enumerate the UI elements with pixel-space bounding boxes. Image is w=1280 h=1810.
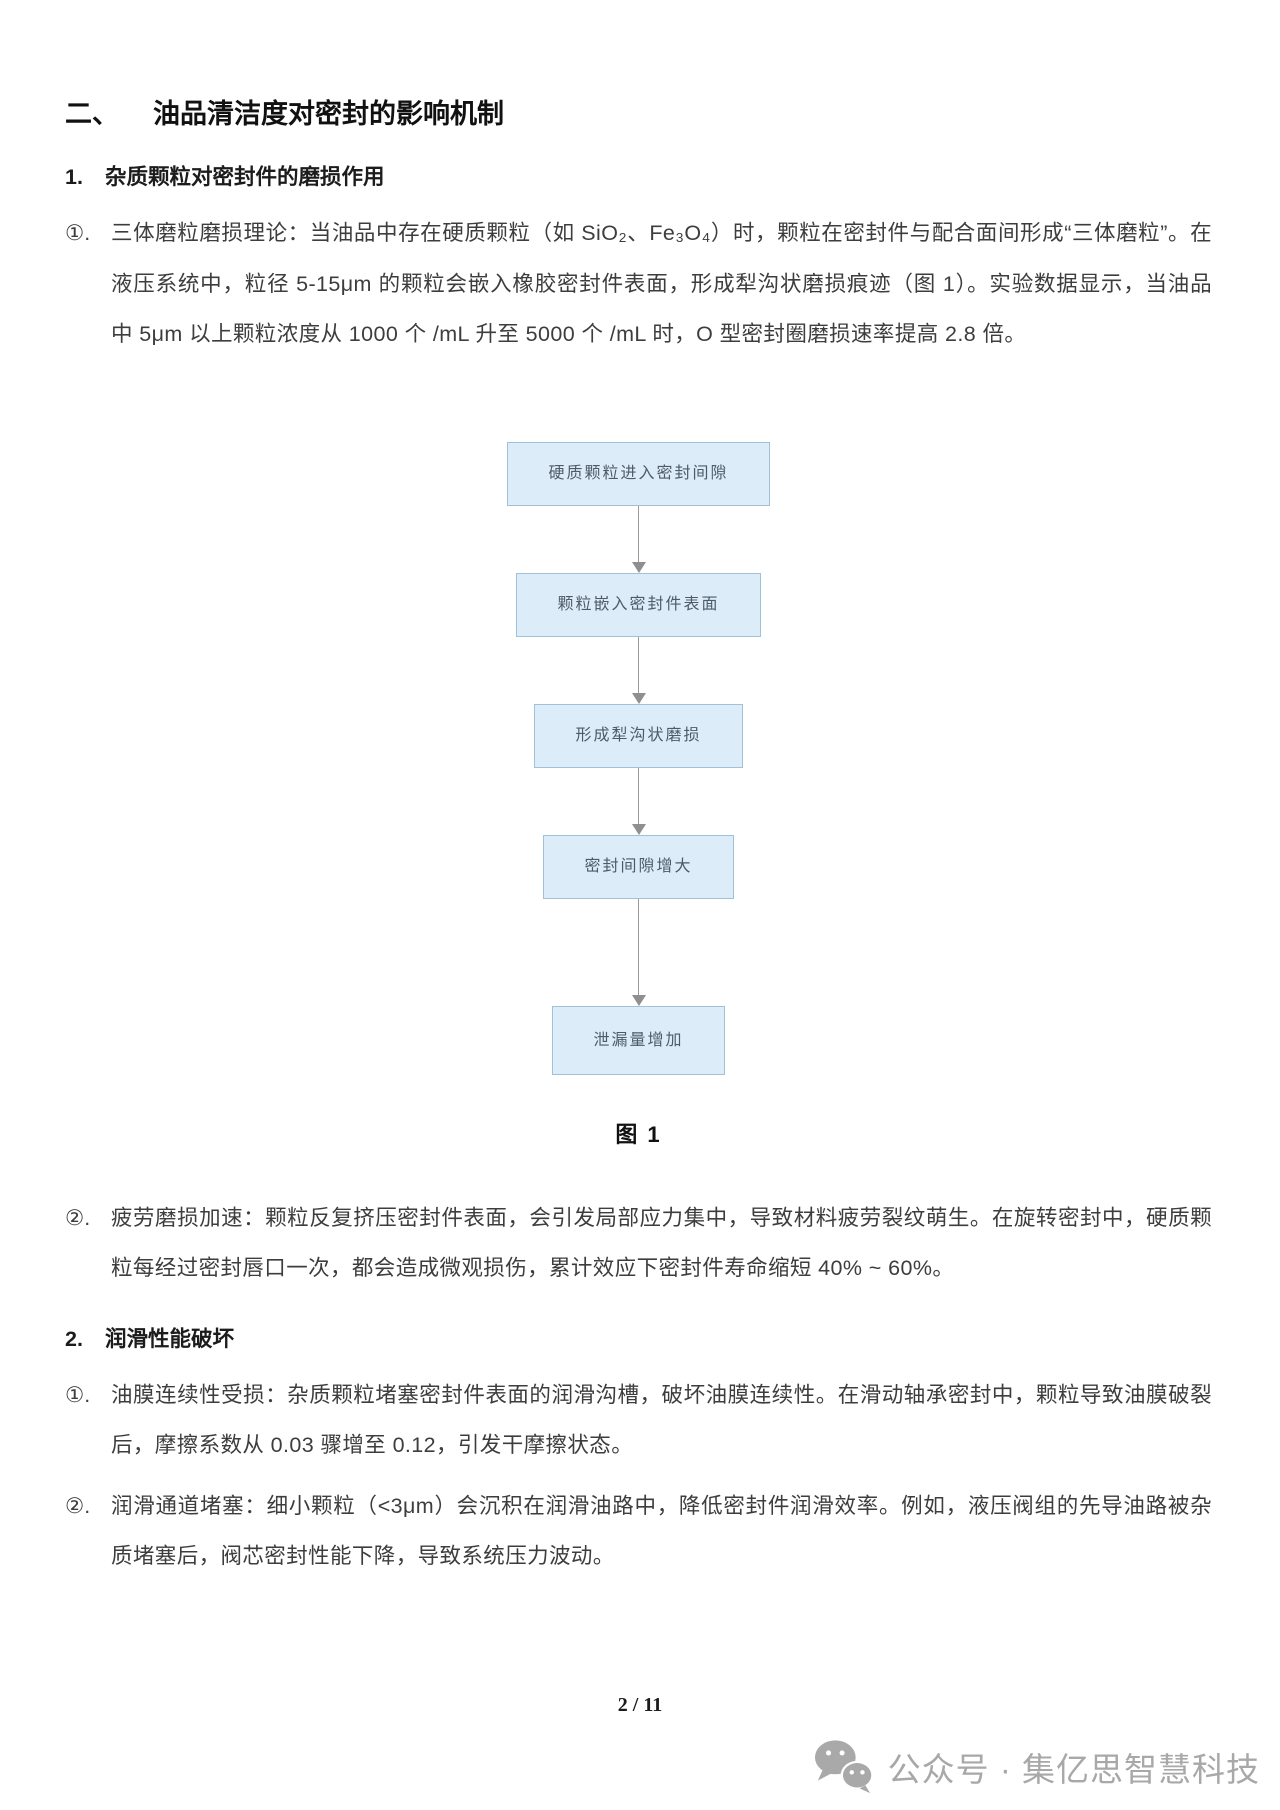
flowchart: 硬质颗粒进入密封间隙 颗粒嵌入密封件表面 形成犁沟状磨损 密封间隙增大 泄漏量增… [65, 441, 1212, 1075]
paragraph-marker: ②. [65, 1205, 91, 1230]
section-heading-1: 1. 杂质颗粒对密封件的磨损作用 [65, 162, 1212, 192]
paragraph-text: 疲劳磨损加速：颗粒反复挤压密封件表面，会引发局部应力集中，导致材料疲劳裂纹萌生。… [111, 1205, 1212, 1281]
paragraph-text: 油膜连续性受损：杂质颗粒堵塞密封件表面的润滑沟槽，破坏油膜连续性。在滑动轴承密封… [111, 1382, 1212, 1458]
flow-step: 颗粒嵌入密封件表面 [516, 572, 761, 637]
down-arrow-icon [631, 505, 646, 573]
page-number: 2 / 11 [617, 1694, 663, 1716]
section-heading-1-text: 杂质颗粒对密封件的磨损作用 [105, 165, 385, 189]
title-index: 二、 [65, 99, 119, 129]
flow-step: 密封间隙增大 [543, 834, 734, 899]
figure-caption: 图 1 [615, 1121, 662, 1147]
paragraph-marker: ①. [65, 221, 91, 245]
title-text: 油品清洁度对密封的影响机制 [153, 99, 504, 129]
flow-step: 泄漏量增加 [552, 1005, 725, 1075]
watermark: 公众号 · 集亿思智慧科技 [814, 1738, 1260, 1796]
paragraph: ①. 油膜连续性受损：杂质颗粒堵塞密封件表面的润滑沟槽，破坏油膜连续性。在滑动轴… [65, 1370, 1212, 1471]
paragraph: ①. 三体磨粒磨损理论：当油品中存在硬质颗粒（如 SiO₂、Fe₃O₄）时，颗粒… [65, 208, 1212, 360]
section-heading-2-index: 2. [65, 1326, 83, 1351]
wechat-icon [814, 1740, 874, 1794]
paragraph: ②. 疲劳磨损加速：颗粒反复挤压密封件表面，会引发局部应力集中，导致材料疲劳裂纹… [65, 1193, 1212, 1294]
down-arrow-icon [631, 898, 646, 1006]
paragraph-marker: ②. [65, 1493, 91, 1518]
watermark-text: 公众号 · 集亿思智慧科技 [887, 1751, 1260, 1788]
page-title: 二、 油品清洁度对密封的影响机制 [65, 96, 1212, 132]
figure-1: 硬质颗粒进入密封间隙 颗粒嵌入密封件表面 形成犁沟状磨损 密封间隙增大 泄漏量增… [65, 441, 1212, 1149]
page-content: 二、 油品清洁度对密封的影响机制 1. 杂质颗粒对密封件的磨损作用 ①. 三体磨… [65, 96, 1212, 1582]
paragraph-text: 三体磨粒磨损理论：当油品中存在硬质颗粒（如 SiO₂、Fe₃O₄）时，颗粒在密封… [111, 221, 1212, 347]
section-heading-1-index: 1. [65, 165, 83, 189]
down-arrow-icon [631, 636, 646, 704]
section-heading-2-text: 润滑性能破坏 [105, 1326, 235, 1351]
paragraph-text: 润滑通道堵塞：细小颗粒（<3μm）会沉积在润滑油路中，降低密封件润滑效率。例如，… [111, 1493, 1212, 1569]
down-arrow-icon [631, 767, 646, 835]
flow-step: 形成犁沟状磨损 [534, 703, 743, 768]
section-heading-2: 2. 润滑性能破坏 [65, 1324, 1212, 1354]
flow-step: 硬质颗粒进入密封间隙 [507, 441, 770, 506]
paragraph-marker: ①. [65, 1382, 91, 1407]
paragraph: ②. 润滑通道堵塞：细小颗粒（<3μm）会沉积在润滑油路中，降低密封件润滑效率。… [65, 1481, 1212, 1582]
